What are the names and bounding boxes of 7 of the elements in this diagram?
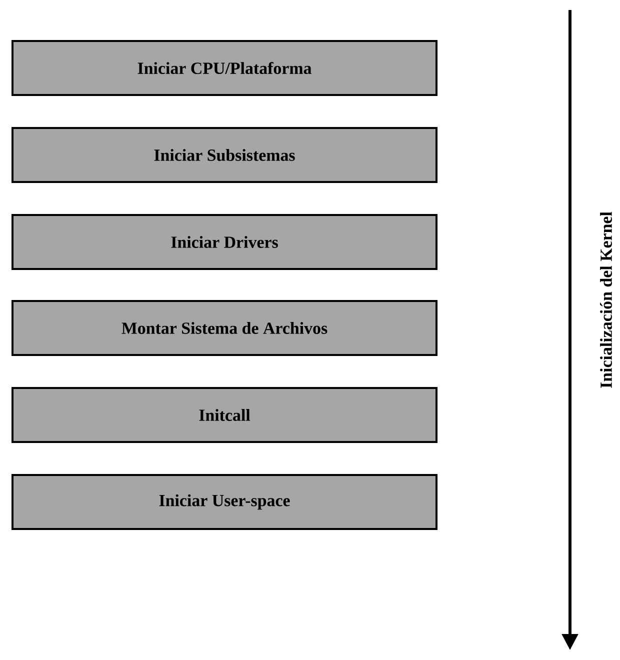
process-box: Initcall [12,387,438,443]
process-box: Iniciar User-space [12,474,438,530]
process-box: Iniciar CPU/Plataforma [12,40,438,96]
axis-label: Inicialización del Kernel [600,212,612,388]
process-box: Iniciar Drivers [12,214,438,270]
process-box: Iniciar Subsistemas [12,127,438,183]
process-box: Montar Sistema de Archivos [12,300,438,356]
